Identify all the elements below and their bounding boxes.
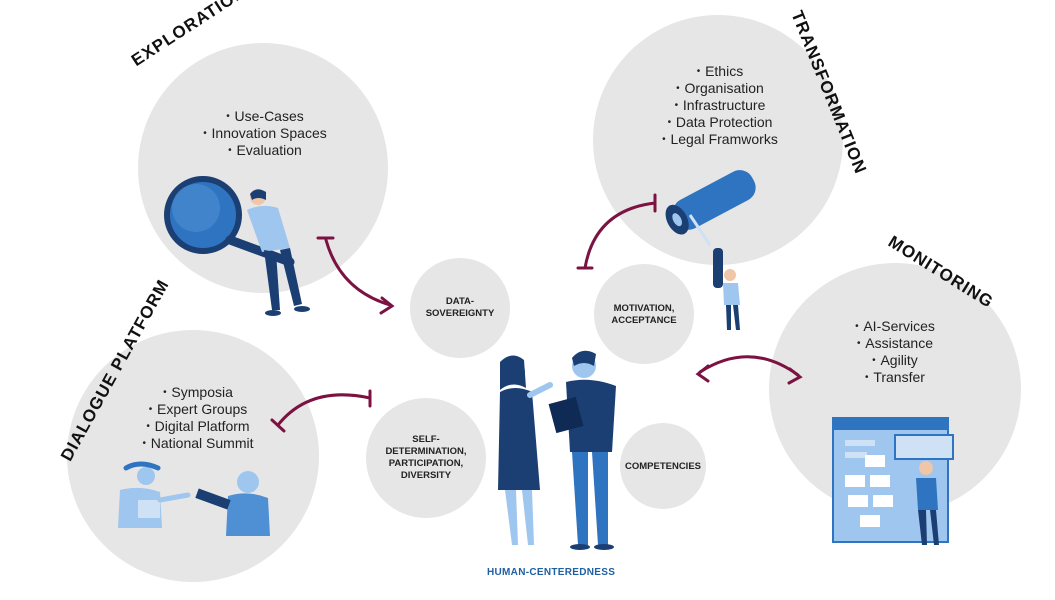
list-item: Transfer (815, 369, 975, 386)
competencies-label: COMPETENCIES (624, 461, 701, 472)
list-item: Organisation (630, 80, 810, 97)
paint-roller-person-icon (665, 170, 756, 330)
arrow-transformation (583, 201, 657, 270)
two-people-discussion-icon (498, 350, 616, 550)
list-item: Infrastructure (630, 97, 810, 114)
list-item: Digital Platform (118, 418, 278, 435)
list-item: Evaluation (180, 142, 350, 159)
arrow-monitoring (698, 355, 800, 377)
human-centeredness-label: HUMAN-CENTEREDNESS (487, 567, 616, 578)
list-item: Ethics (630, 63, 810, 80)
list-item: Symposia (118, 384, 278, 401)
two-people-handshake-icon (118, 461, 270, 536)
exploration-list: Use-Cases Innovation Spaces Evaluation (180, 108, 350, 159)
list-item: Agility (815, 352, 975, 369)
data-sovereignty-circle (410, 258, 510, 358)
list-item: Expert Groups (118, 401, 278, 418)
list-item: National Summit (118, 435, 278, 452)
list-item: Innovation Spaces (180, 125, 350, 142)
self-determination-circle (366, 398, 486, 518)
dialogue-list: Symposia Expert Groups Digital Platform … (118, 384, 278, 452)
self-determination-label: SELF- DETERMINATION, PARTICIPATION, DIVE… (385, 434, 467, 481)
list-item: AI-Services (815, 318, 975, 335)
data-sovereignty-label: DATA- SOVEREIGNTY (425, 296, 495, 319)
list-item: Data Protection (630, 114, 810, 131)
monitoring-list: AI-Services Assistance Agility Transfer (815, 318, 975, 386)
list-item: Assistance (815, 335, 975, 352)
arrow-dialogue (276, 393, 372, 427)
competencies-circle (620, 423, 706, 509)
list-item: Use-Cases (180, 108, 350, 125)
dialogue-circle (67, 330, 319, 582)
magnifier-person-icon (164, 176, 310, 316)
motivation-label: MOTIVATION, ACCEPTANCE (611, 303, 677, 326)
browser-window-person-icon (832, 417, 954, 545)
list-item: Legal Framworks (630, 131, 810, 148)
arrow-exploration (324, 238, 392, 307)
transformation-list: Ethics Organisation Infrastructure Data … (630, 63, 810, 148)
motivation-circle (594, 264, 694, 364)
